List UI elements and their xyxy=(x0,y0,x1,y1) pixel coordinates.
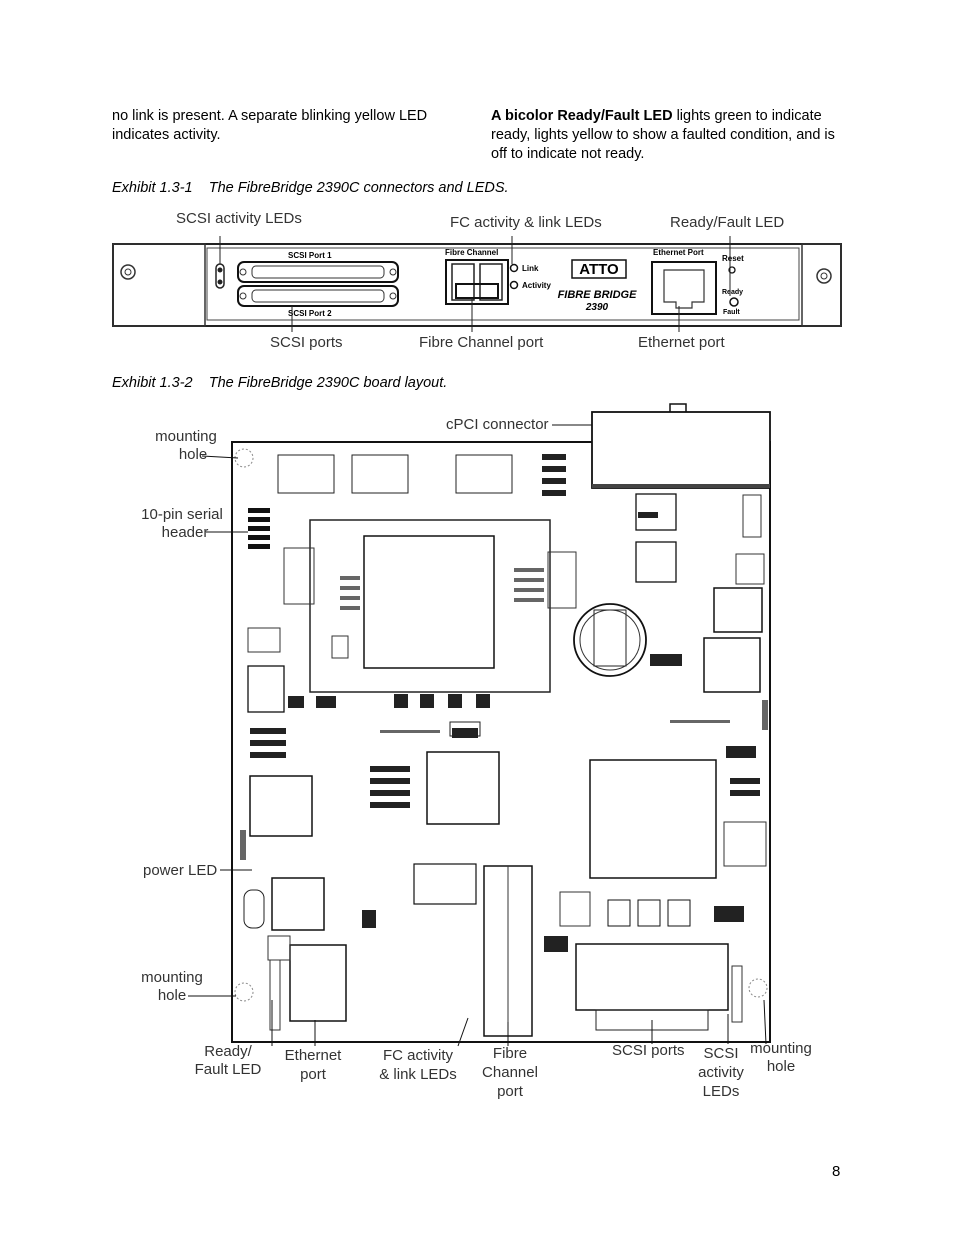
body-text-right-bold: A bicolor Ready/Fault LED xyxy=(491,108,673,124)
exhibit-2-caption: Exhibit 1.3-2 The FibreBridge 2390C boar… xyxy=(112,375,448,391)
label-fc-activity-link-leds-board: FC activity & link LEDs xyxy=(379,1047,457,1083)
label-scsi-activity-leds: SCSI activity LEDs xyxy=(176,210,302,227)
label-fc-activity-link-leds: FC activity & link LEDs xyxy=(450,214,602,231)
panel-ready-label: Ready xyxy=(722,289,743,296)
front-panel-figure: SCSI Port 1 SCSI Port 2 Fibre Channel Li… xyxy=(112,236,842,332)
panel-scsi-port2-label: SCSI Port 2 xyxy=(288,309,332,318)
panel-model-number: 2390 xyxy=(585,302,609,313)
label-mounting-hole-top-left: mounting hole xyxy=(155,428,217,463)
label-scsi-ports: SCSI ports xyxy=(270,334,343,351)
mounting-hole-bottom-left-icon xyxy=(234,982,254,1002)
label-fibre-channel-port-board: Fibre Channel port xyxy=(482,1045,538,1100)
label-cpci-connector: cPCI connector xyxy=(446,416,549,433)
panel-fibrebridge-logo: FIBRE BRIDGE xyxy=(558,289,638,301)
panel-activity-label: Activity xyxy=(522,281,551,290)
label-ready-fault-led: Ready/Fault LED xyxy=(670,214,785,231)
body-column-left: no link is present. A separate blinking … xyxy=(112,107,462,145)
label-scsi-ports-board: SCSI ports xyxy=(612,1042,685,1059)
body-text-left: no link is present. A separate blinking … xyxy=(112,108,428,143)
board-layout-figure xyxy=(188,403,771,1047)
panel-ethernet-port-label: Ethernet Port xyxy=(653,248,704,257)
panel-reset-label: Reset xyxy=(722,254,744,263)
mounting-hole-bottom-right-icon xyxy=(748,978,768,998)
label-mounting-hole-bottom-left: mounting hole xyxy=(141,969,203,1004)
body-text-right: lights green to indicate ready, lights y… xyxy=(491,108,835,162)
panel-scsi-port1-label: SCSI Port 1 xyxy=(288,251,332,260)
label-ethernet-port-board: Ethernet port xyxy=(284,1047,342,1083)
panel-fibre-channel-label: Fibre Channel xyxy=(445,248,498,257)
page-number: 8 xyxy=(832,1163,841,1180)
label-scsi-activity-leds-board: SCSI activity LEDs xyxy=(698,1045,744,1100)
label-10pin-serial-header: 10-pin serial header xyxy=(141,506,223,541)
label-ready-fault-led-board: Ready/ Fault LED xyxy=(194,1043,262,1078)
panel-link-label: Link xyxy=(522,264,539,273)
label-fibre-channel-port: Fibre Channel port xyxy=(419,334,544,351)
panel-fault-label: Fault xyxy=(723,309,740,316)
label-mounting-hole-bottom-right: mounting hole xyxy=(750,1040,812,1075)
body-column-right: A bicolor Ready/Fault LED lights green t… xyxy=(491,107,846,164)
label-ethernet-port: Ethernet port xyxy=(638,334,725,351)
panel-atto-logo: ATTO xyxy=(579,261,619,278)
exhibit-1-caption: Exhibit 1.3-1 The FibreBridge 2390C conn… xyxy=(112,180,509,196)
label-power-led: power LED xyxy=(143,862,218,879)
